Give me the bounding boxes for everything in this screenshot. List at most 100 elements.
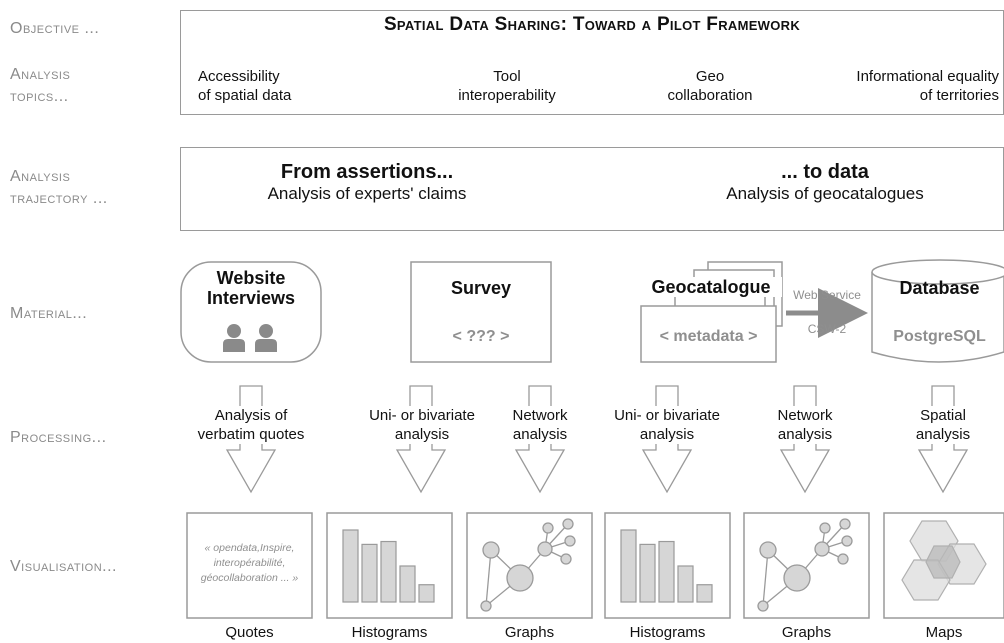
histogram-bar [361,543,378,603]
histogram-bar [620,529,637,603]
processing-line2: analysis [777,426,833,443]
viz-quotes-box [186,512,313,619]
network-graph [757,518,853,612]
histogram-bar [418,584,435,603]
processing-network: Network analysis [499,406,581,444]
viz-graph-box [466,512,593,619]
arrow-down [779,385,831,494]
topic-line2: interoperability [458,87,556,104]
processing-bivariate: Uni- or bivariate analysis [607,406,727,444]
caption-histograms: Histograms [351,624,428,641]
arrow-down [514,385,566,494]
quotes-line2: interopérabilité, [213,557,286,569]
interviews-box [180,261,322,363]
label-visualisation: Visualisation... [10,558,117,575]
label-objective: Objective ... [10,20,100,37]
map-hexagons [901,520,987,601]
caption-quotes: Quotes [225,624,274,641]
trajectory-left-title: From assertions... [280,161,454,183]
topic-line2: of spatial data [198,87,292,104]
quotes-text: « opendata,Inspire, interopérabilité, gé… [189,541,310,586]
trajectory-right-subtitle: Analysis of geocatalogues [726,184,924,203]
label-material: Material... [10,305,88,322]
topic-accessibility: Accessibility of spatial data [198,67,291,105]
quotes-line1: « opendata,Inspire, [204,542,295,554]
trajectory-right: ... to data Analysis of geocatalogues [680,161,970,204]
processing-line1: Network [512,407,568,424]
processing-network: Network analysis [764,406,846,444]
survey-placeholder: < ??? > [452,328,510,345]
histogram-bar [639,543,656,603]
histogram-bar [399,565,416,603]
trajectory-left-subtitle: Analysis of experts' claims [267,184,467,203]
processing-line2: analysis [394,426,450,443]
person-icon [223,324,245,352]
caption-graphs: Graphs [504,624,555,641]
label-trajectory-line2: trajectory ... [10,190,108,207]
processing-line1: Analysis of [214,407,288,424]
histogram-bar [677,565,694,603]
processing-line2: analysis [915,426,971,443]
processing-line2: analysis [512,426,568,443]
caption-histograms: Histograms [629,624,706,641]
web-service-label: Web Service [793,288,861,302]
person-icon [255,324,277,352]
histogram-chart [342,529,435,603]
viz-graph-box [743,512,870,619]
label-topics-line1: Analysis [10,66,71,83]
topic-line1: Informational equality [856,68,999,85]
histogram-chart [620,529,713,603]
objective-title: Spatial Data Sharing: Toward a Pilot Fra… [383,14,801,35]
database-title: Database [899,278,980,298]
processing-line1: Network [777,407,833,424]
processing-line2: analysis [639,426,695,443]
topic-tool: Tool interoperability [427,67,587,105]
processing-line1: Spatial [920,407,966,424]
trajectory-box [180,147,1004,231]
objective-box [180,10,1004,115]
processing-arrows [225,385,969,494]
postgresql-label: PostgreSQL [893,328,986,345]
label-processing: Processing... [10,429,107,446]
histogram-bar [342,529,359,603]
database-cylinder [871,259,1004,363]
caption-graphs: Graphs [781,624,832,641]
label-topics-line2: topics... [10,88,69,105]
arrow-down [225,385,277,494]
survey-box [410,261,552,363]
survey-title: Survey [450,278,512,298]
histogram-bar [696,584,713,603]
processing-bivariate: Uni- or bivariate analysis [362,406,482,444]
topic-equality: Informational equality of territories [800,67,999,105]
label-trajectory: Analysis trajectory ... [10,166,108,210]
arrow-down [395,385,447,494]
trajectory-left: From assertions... Analysis of experts' … [222,161,512,204]
histogram-bar [658,540,675,603]
interviews-line1: Website [216,268,286,288]
interviews-title: Website Interviews [181,268,321,308]
arrow-down [641,385,693,494]
processing-line2: verbatim quotes [197,426,305,443]
histogram-bar [380,540,397,603]
topic-line1: Accessibility [198,68,280,85]
topic-line1: Tool [493,68,521,85]
csw-label: CSW-2 [807,322,847,336]
geocatalogue-title: Geocatalogue [640,277,782,297]
caption-maps: Maps [925,624,963,641]
metadata-label: < metadata > [642,328,775,346]
topic-line2: of territories [919,87,999,104]
quotes-line3: géocollaboration ... » [200,572,299,584]
trajectory-right-title: ... to data [781,161,869,183]
processing-verbatim: Analysis of verbatim quotes [180,406,322,444]
topic-line2: collaboration [667,87,753,104]
label-topics: Analysis topics... [10,64,70,108]
interviews-line2: Interviews [206,288,296,308]
network-graph [480,518,576,612]
topic-geo: Geo collaboration [640,67,780,105]
processing-line1: Uni- or bivariate [369,407,475,424]
label-trajectory-line1: Analysis [10,168,71,185]
arrow-down [917,385,969,494]
processing-spatial: Spatial analysis [908,406,978,444]
processing-line1: Uni- or bivariate [614,407,720,424]
topic-line1: Geo [695,68,725,85]
